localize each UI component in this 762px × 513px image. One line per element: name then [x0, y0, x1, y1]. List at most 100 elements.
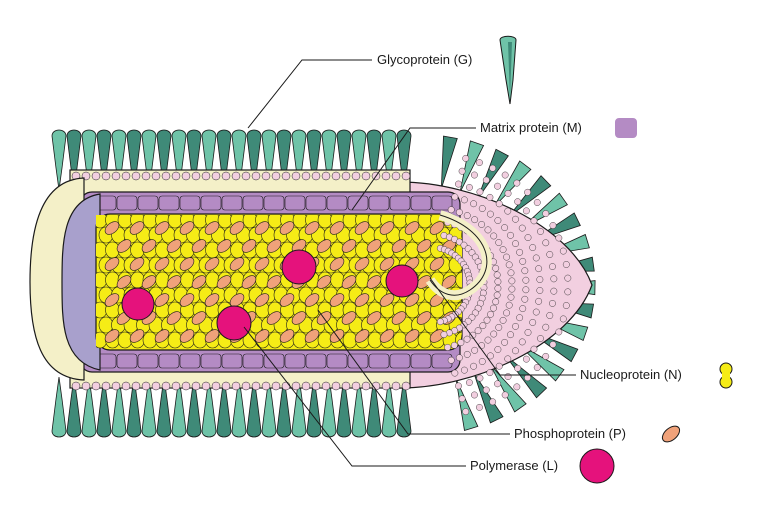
nucleocapsid-bead — [524, 188, 531, 196]
nucleocapsid-bead — [555, 234, 563, 242]
glycoprotein-spike — [459, 140, 485, 193]
polymerase-circle-icon — [579, 448, 615, 484]
phosphoprotein — [191, 311, 207, 325]
nucleocapsid-bead — [522, 355, 530, 363]
matrix-cell — [389, 195, 411, 211]
nucleocapsid-bead — [546, 251, 554, 258]
phosphoprotein — [266, 275, 282, 289]
phosphoprotein — [416, 311, 432, 325]
nucleocapsid-bead — [562, 261, 570, 268]
lipid-head — [121, 171, 131, 181]
glycoprotein-spike — [51, 376, 67, 438]
glycoprotein-spike — [440, 135, 458, 189]
matrix-cell — [305, 195, 327, 211]
nucleocapsid-bead — [550, 287, 558, 295]
nucleocapsid-bead — [479, 322, 487, 330]
nucleocapsid-bead — [482, 176, 490, 184]
lipid-head — [171, 171, 181, 181]
nucleocapsid-bead — [533, 364, 541, 371]
nucleocapsid-bead — [495, 362, 503, 370]
nucleocapsid-bead — [490, 330, 498, 338]
phosphoprotein — [104, 257, 120, 271]
lipid-head — [221, 171, 231, 181]
nucleoprotein — [392, 331, 408, 349]
matrix-cell — [200, 195, 222, 211]
nucleocapsid-bead — [466, 379, 473, 386]
nucleocapsid-bead — [518, 338, 526, 346]
phosphoprotein — [366, 311, 382, 325]
leader-glycoprotein — [247, 59, 372, 129]
lipid-head — [301, 381, 311, 391]
lipid-head — [231, 381, 241, 391]
phosphoprotein — [366, 239, 382, 253]
nucleocapsid-bead — [507, 269, 515, 277]
matrix-cell — [179, 195, 201, 211]
nucleocapsid-bead — [483, 316, 491, 324]
phosphoprotein — [354, 329, 370, 343]
phosphoprotein — [366, 275, 382, 289]
phosphoprotein — [254, 293, 270, 307]
phosphoprotein — [429, 257, 445, 271]
lipid-head — [91, 171, 101, 181]
phosphoprotein — [229, 293, 245, 307]
matrix-cell — [158, 195, 180, 211]
matrix-cell — [263, 353, 285, 369]
phosphoprotein — [154, 329, 170, 343]
nucleocapsid-bead — [478, 221, 486, 228]
phosphoprotein — [304, 329, 320, 343]
lipid-heads — [71, 171, 411, 391]
nucleocapsid-bead — [513, 383, 521, 391]
nucleocapsid-bead — [504, 355, 512, 363]
lipid-head — [161, 171, 171, 181]
nucleocapsid-bead — [494, 217, 502, 224]
nucleocapsid-bead — [471, 346, 479, 354]
nucleocapsid-bead — [533, 199, 541, 206]
matrix-cell — [410, 195, 432, 211]
lipid-head — [181, 381, 191, 391]
nucleocapsid-bead — [487, 210, 494, 218]
nucleocapsid-bead — [522, 207, 530, 215]
matrix-cell — [326, 195, 348, 211]
lipid-head — [121, 381, 131, 391]
nucleocapsid-bead — [455, 354, 463, 362]
nucleocapsid-bead — [444, 343, 451, 351]
nucleocapsid-bead — [546, 312, 554, 319]
nucleocapsid-bead — [489, 398, 497, 406]
matrix-cell — [284, 195, 306, 211]
nucleocapsid-bead — [521, 295, 529, 303]
lipid-head — [191, 381, 201, 391]
nucleocapsid-bead — [461, 366, 468, 374]
lipid-head — [231, 171, 241, 181]
lipid-head — [401, 171, 411, 181]
nucleocapsid-bead — [462, 408, 470, 416]
nucleocapsid-bead — [508, 285, 516, 293]
lipid-head — [151, 381, 161, 391]
matrix-cell — [389, 353, 411, 369]
phosphoprotein — [216, 239, 232, 253]
phosphoprotein — [329, 257, 345, 271]
nucleocapsid-bead — [512, 240, 519, 247]
nucleocapsid-bead — [501, 391, 509, 399]
nucleocapsid-bead — [476, 159, 483, 167]
nucleoprotein — [192, 331, 208, 349]
lipid-head — [111, 381, 121, 391]
lipid-head — [331, 171, 341, 181]
nucleocapsid-bead — [564, 288, 572, 296]
lipid-head — [321, 171, 331, 181]
phosphoprotein — [391, 311, 407, 325]
leader-phosphoprotein — [317, 309, 510, 435]
lipid-head — [181, 171, 191, 181]
nucleoprotein — [317, 331, 333, 349]
nucleocapsid-bead — [514, 198, 522, 206]
phosphoprotein — [316, 275, 332, 289]
nucleocapsid-bead — [549, 263, 556, 270]
nucleocapsid-bead — [501, 224, 509, 232]
nucleocapsid-bead — [536, 287, 544, 294]
phosphoprotein — [279, 221, 295, 235]
polymerase-4 — [385, 264, 419, 298]
matrix-cell — [431, 195, 453, 211]
glycoprotein-spike — [477, 148, 509, 199]
glycoprotein-spike — [490, 365, 527, 413]
nucleocapsid-bead — [461, 196, 468, 204]
nucleocapsid-bead — [494, 284, 502, 292]
